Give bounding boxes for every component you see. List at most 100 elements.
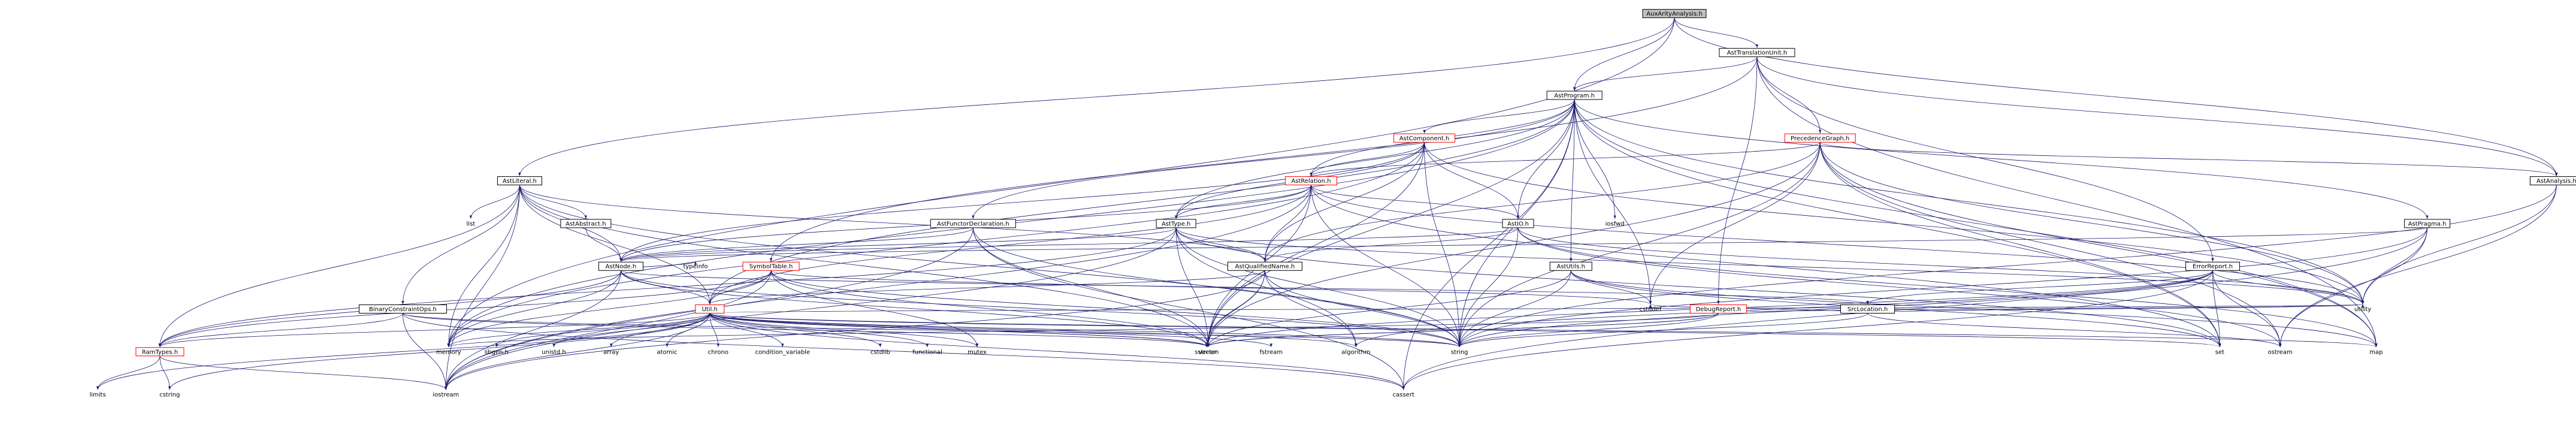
node-asttranslationunit[interactable]: AstTranslationUnit.h <box>1719 48 1795 58</box>
edge-asttranslationunit-to-precedencegraph <box>1756 56 1822 134</box>
node-asttype[interactable]: AstType.h <box>1156 219 1196 228</box>
node-astrelation[interactable]: AstRelation.h <box>1285 176 1338 186</box>
edge-astrelation-to-iostream <box>445 185 1311 390</box>
edge-astprogram-to-astcomponent <box>1423 99 1575 134</box>
node-label: condition_variable <box>755 349 811 355</box>
edge-util-to-limits <box>96 313 710 390</box>
node-astfunctordeclaration[interactable]: AstFunctorDeclaration.h <box>930 219 1016 228</box>
node-ramtypes[interactable]: RamTypes.h <box>135 347 185 357</box>
node-box <box>742 261 800 271</box>
edge-astanalysis-to-string <box>1458 185 2557 347</box>
edge-symboltable-to-ramtypes <box>158 270 772 347</box>
node-box <box>930 219 1016 228</box>
node-astabstract[interactable]: AstAbstract.h <box>560 219 612 228</box>
node-label: cstring <box>159 392 180 399</box>
edge-util-to-cstring <box>168 313 710 390</box>
edge-astprogram-to-iosfwd <box>1574 99 1616 219</box>
node-binaryconstraintops[interactable]: BinaryConstraintOps.h <box>358 305 447 314</box>
node-box <box>1784 133 1856 143</box>
node-precedencegraph[interactable]: PrecedenceGraph.h <box>1784 133 1856 143</box>
edge-astcomponent-to-string <box>1424 142 1461 347</box>
node-label: chrono <box>708 349 728 355</box>
edge-ramtypes-to-iostream <box>159 355 448 390</box>
node-astliteral[interactable]: AstLiteral.h <box>497 176 542 186</box>
edge-astliteral-to-list <box>469 185 520 219</box>
node-label: iosfwd <box>1606 221 1625 227</box>
node-astio[interactable]: AstIO.h <box>1502 219 1534 228</box>
edge-util-to-vector <box>709 313 1210 348</box>
edge-asttranslationunit-to-symboltable <box>769 56 1758 262</box>
node-symboltable[interactable]: SymbolTable.h <box>742 261 800 271</box>
node-box <box>1840 305 1895 314</box>
edge-astprogram-to-asttype <box>1174 99 1575 219</box>
edge-auxarityanalysis-to-astprogram <box>1573 17 1675 91</box>
node-label: memory <box>436 349 461 355</box>
edge-errorreport-to-cassert <box>1402 270 2213 390</box>
edge-astrelation-to-utility <box>1311 185 2365 305</box>
node-box <box>1549 261 1592 271</box>
edge-astcomponent-to-utility <box>1424 142 2365 305</box>
node-label: BinaryConstraintOps.h <box>369 306 437 313</box>
edge-astcomponent-to-memory <box>447 142 1425 347</box>
node-label: cstdlib <box>870 349 890 355</box>
node-label: AstTranslationUnit.h <box>1727 50 1787 56</box>
node-list: list <box>467 221 476 227</box>
node-astqualifiedname[interactable]: AstQualifiedName.h <box>1227 261 1302 271</box>
edge-asttranslationunit-to-map <box>1756 56 2378 347</box>
edge-precedencegraph-to-string <box>1458 142 1821 347</box>
node-label: sstream <box>1195 349 1219 355</box>
edge-astutils-to-map <box>1570 270 2378 347</box>
node-astprogram[interactable]: AstProgram.h <box>1546 91 1603 100</box>
edge-astqualifiedname-to-util <box>708 270 1265 305</box>
edge-util-to-cassert <box>709 313 1405 390</box>
edge-astpragma-to-cassert <box>1402 227 2428 390</box>
edge-util-to-unistd <box>552 313 710 347</box>
node-astanalysis[interactable]: AstAnalysis.h <box>2529 176 2576 186</box>
node-atomic: atomic <box>657 349 677 355</box>
node-debugreport[interactable]: DebugReport.h <box>1689 305 1747 314</box>
edge-astliteral-to-iostream <box>445 185 520 390</box>
edge-errorreport-to-utility <box>2212 270 2365 305</box>
node-box <box>2185 261 2241 271</box>
node-label: vector <box>1199 349 1219 355</box>
node-label: limits <box>89 392 105 399</box>
node-astutils[interactable]: AstUtils.h <box>1549 261 1592 271</box>
edge-symboltable-to-memory <box>447 270 772 347</box>
edge-astutils-to-cstddef <box>1570 270 1652 305</box>
node-errorreport[interactable]: ErrorReport.h <box>2185 261 2241 271</box>
node-label: mutex <box>967 349 987 355</box>
edge-precedencegraph-to-cstddef <box>1649 142 1821 305</box>
node-cstdlib: cstdlib <box>870 349 890 355</box>
node-layer: AuxArityAnalysis.hAstTranslationUnit.hAs… <box>89 9 2576 399</box>
node-label: iostream <box>433 392 459 399</box>
edge-astabstract-to-astnode <box>585 227 622 262</box>
node-auxarityanalysis[interactable]: AuxArityAnalysis.h <box>1642 9 1707 19</box>
node-label: unistd.h <box>542 349 566 355</box>
edge-astrelation-to-util <box>708 185 1311 305</box>
node-astnode[interactable]: AstNode.h <box>598 261 643 271</box>
node-label: set <box>2215 349 2224 355</box>
edge-asttype-to-set <box>1175 227 2221 347</box>
node-box <box>695 305 725 314</box>
edge-astnode-to-memory <box>447 270 621 347</box>
node-memory: memory <box>436 349 461 355</box>
node-label: map <box>2369 349 2383 355</box>
node-astpragma[interactable]: AstPragma.h <box>2404 219 2451 228</box>
node-chrono: chrono <box>708 349 728 355</box>
node-box <box>1719 48 1795 58</box>
node-srclocation[interactable]: SrcLocation.h <box>1840 305 1895 314</box>
node-label: utility <box>2354 306 2372 313</box>
edge-srclocation-to-utility <box>1867 304 2364 314</box>
edge-astfunctordeclaration-to-astnode <box>619 227 973 262</box>
edge-util-to-condition_variable <box>709 313 784 347</box>
node-astcomponent[interactable]: AstComponent.h <box>1393 133 1456 143</box>
node-label: libgen.h <box>485 349 509 355</box>
node-util[interactable]: Util.h <box>695 305 725 314</box>
edge-astrelation-to-asttype <box>1174 185 1311 219</box>
edge-binaryconstraintops-to-iostream <box>403 313 448 390</box>
node-label: list <box>467 221 476 227</box>
edge-asttype-to-astnode <box>619 227 1177 262</box>
edge-astliteral-to-astqualifiedname <box>519 185 1266 262</box>
edge-symboltable-to-mutex <box>770 270 979 347</box>
